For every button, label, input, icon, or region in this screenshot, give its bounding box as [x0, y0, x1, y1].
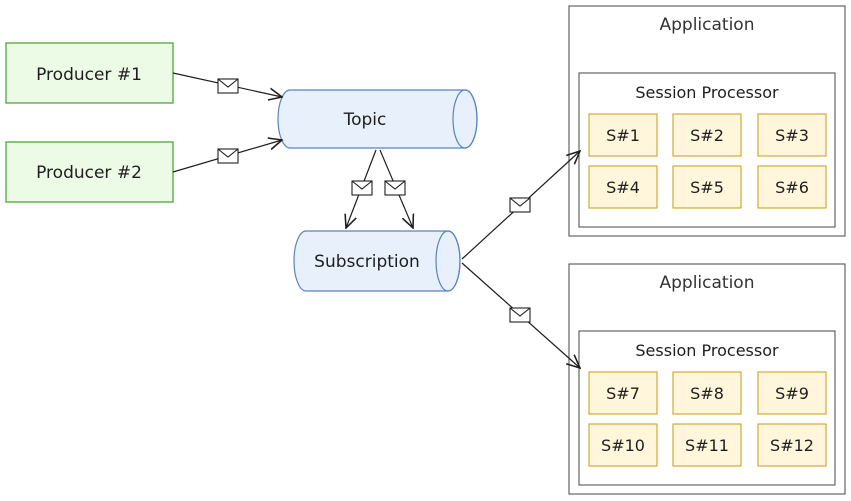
producer-2-box: Producer #2 — [5, 141, 174, 203]
session-label: S#4 — [606, 178, 640, 197]
session-processor-1-label: Session Processor — [635, 83, 779, 102]
producer-1-label: Producer #1 — [36, 65, 142, 85]
application-2-title: Application — [660, 273, 755, 293]
session-box: S#1 — [588, 113, 658, 157]
envelope-icon — [384, 180, 406, 196]
envelope-icon — [509, 197, 531, 213]
envelope-icon — [217, 78, 239, 94]
session-label: S#3 — [775, 126, 809, 145]
session-box: S#3 — [757, 113, 827, 157]
session-label: S#7 — [606, 384, 640, 403]
session-label: S#5 — [690, 178, 724, 197]
envelope-icon — [351, 180, 373, 196]
subscription-queue: Subscription — [293, 230, 461, 292]
session-box: S#11 — [672, 423, 742, 467]
session-box: S#12 — [757, 423, 827, 467]
session-label: S#10 — [601, 436, 645, 455]
session-box: S#2 — [672, 113, 742, 157]
session-box: S#6 — [757, 165, 827, 209]
session-box: S#8 — [672, 371, 742, 415]
producer-2-label: Producer #2 — [36, 163, 142, 183]
session-label: S#12 — [770, 436, 814, 455]
subscription-label: Subscription — [314, 252, 420, 272]
application-1-title: Application — [660, 15, 755, 35]
application-2: Application Session Processor S#7 S#8 S#9S… — [568, 263, 846, 495]
session-label: S#2 — [690, 126, 724, 145]
session-label: S#9 — [775, 384, 809, 403]
session-processor-2-label: Session Processor — [635, 341, 779, 360]
envelope-icon — [217, 148, 239, 164]
session-box: S#4 — [588, 165, 658, 209]
session-label: S#1 — [606, 126, 640, 145]
session-box: S#7 — [588, 371, 658, 415]
producer-1-box: Producer #1 — [5, 42, 174, 104]
session-label: S#8 — [690, 384, 724, 403]
session-label: S#6 — [775, 178, 809, 197]
topic-queue: Topic — [277, 89, 478, 149]
session-box: S#5 — [672, 165, 742, 209]
session-box: S#9 — [757, 371, 827, 415]
topic-label: Topic — [343, 110, 387, 130]
application-1: Application Session Processor S#1 S#2 S#3S… — [568, 5, 846, 237]
session-box: S#10 — [588, 423, 658, 467]
session-label: S#11 — [685, 436, 729, 455]
envelope-icon — [509, 307, 531, 323]
